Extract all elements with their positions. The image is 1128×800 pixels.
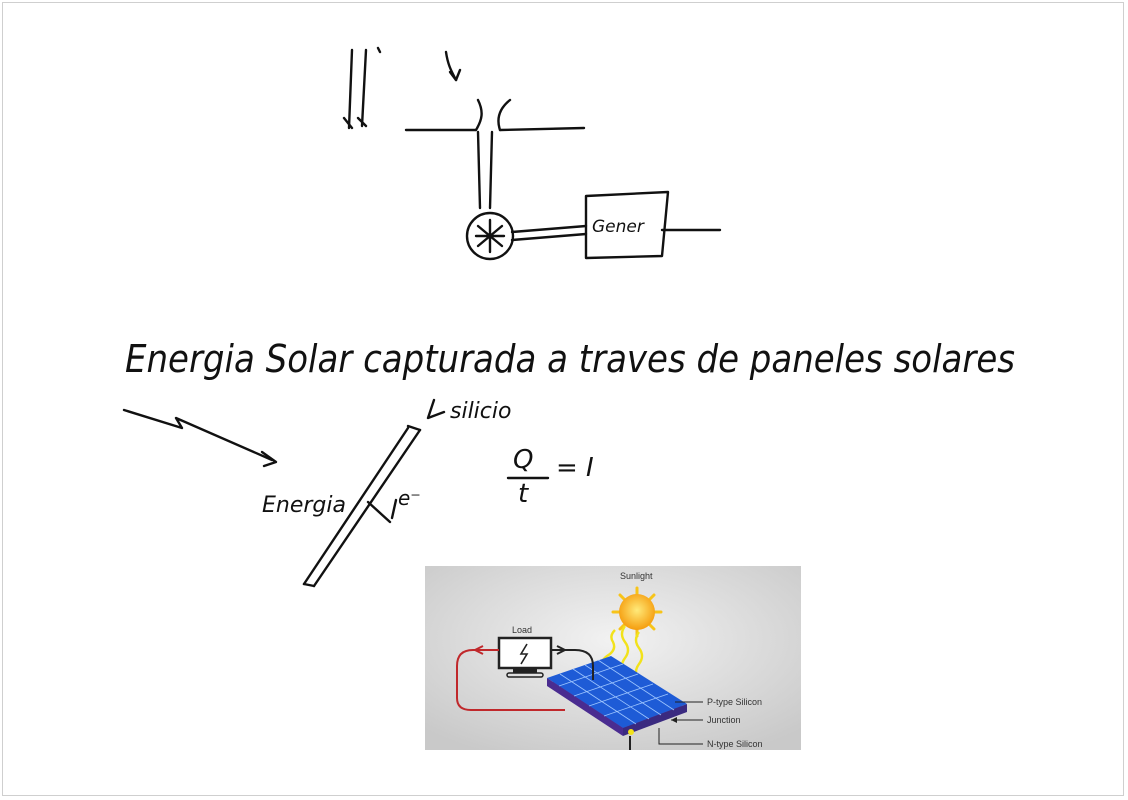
generator-box: Gener	[584, 190, 722, 260]
current-formula: Q t = I	[506, 445, 594, 509]
load-monitor-icon	[497, 636, 553, 678]
sunlight-label: Sunlight	[620, 571, 653, 581]
formula-result: = I	[556, 453, 594, 483]
junction-label: Junction	[707, 715, 741, 725]
n-type-silicon-label: N-type Silicon	[707, 739, 763, 749]
turbine-icon	[465, 211, 588, 261]
energy-label: Energia	[262, 493, 346, 518]
circuit-wires	[456, 645, 631, 750]
solar-panel-icon	[547, 656, 687, 736]
sun-icon	[611, 586, 663, 638]
lightning-arrow-icon	[122, 408, 278, 468]
pipe-sketch	[342, 46, 462, 130]
electron-label: e⁻	[398, 486, 421, 510]
solar-cell-diagram: Sunlight	[425, 566, 801, 750]
formula-denominator: t	[518, 479, 529, 509]
layer-callouts: P-type Silicon Junction N-type Silicon	[658, 697, 763, 749]
notes-heading: Energia Solar capturada a traves de pane…	[125, 337, 1015, 381]
silicon-label: silicio	[450, 399, 511, 424]
silicon-panel-sketch	[302, 398, 446, 588]
generator-label: Gener	[592, 217, 645, 237]
solar-cell-illustration: Sunlight	[425, 566, 801, 750]
p-type-silicon-label: P-type Silicon	[707, 697, 762, 707]
load-label: Load	[512, 625, 532, 635]
dam-sketch	[404, 98, 586, 210]
formula-numerator: Q	[513, 445, 533, 475]
